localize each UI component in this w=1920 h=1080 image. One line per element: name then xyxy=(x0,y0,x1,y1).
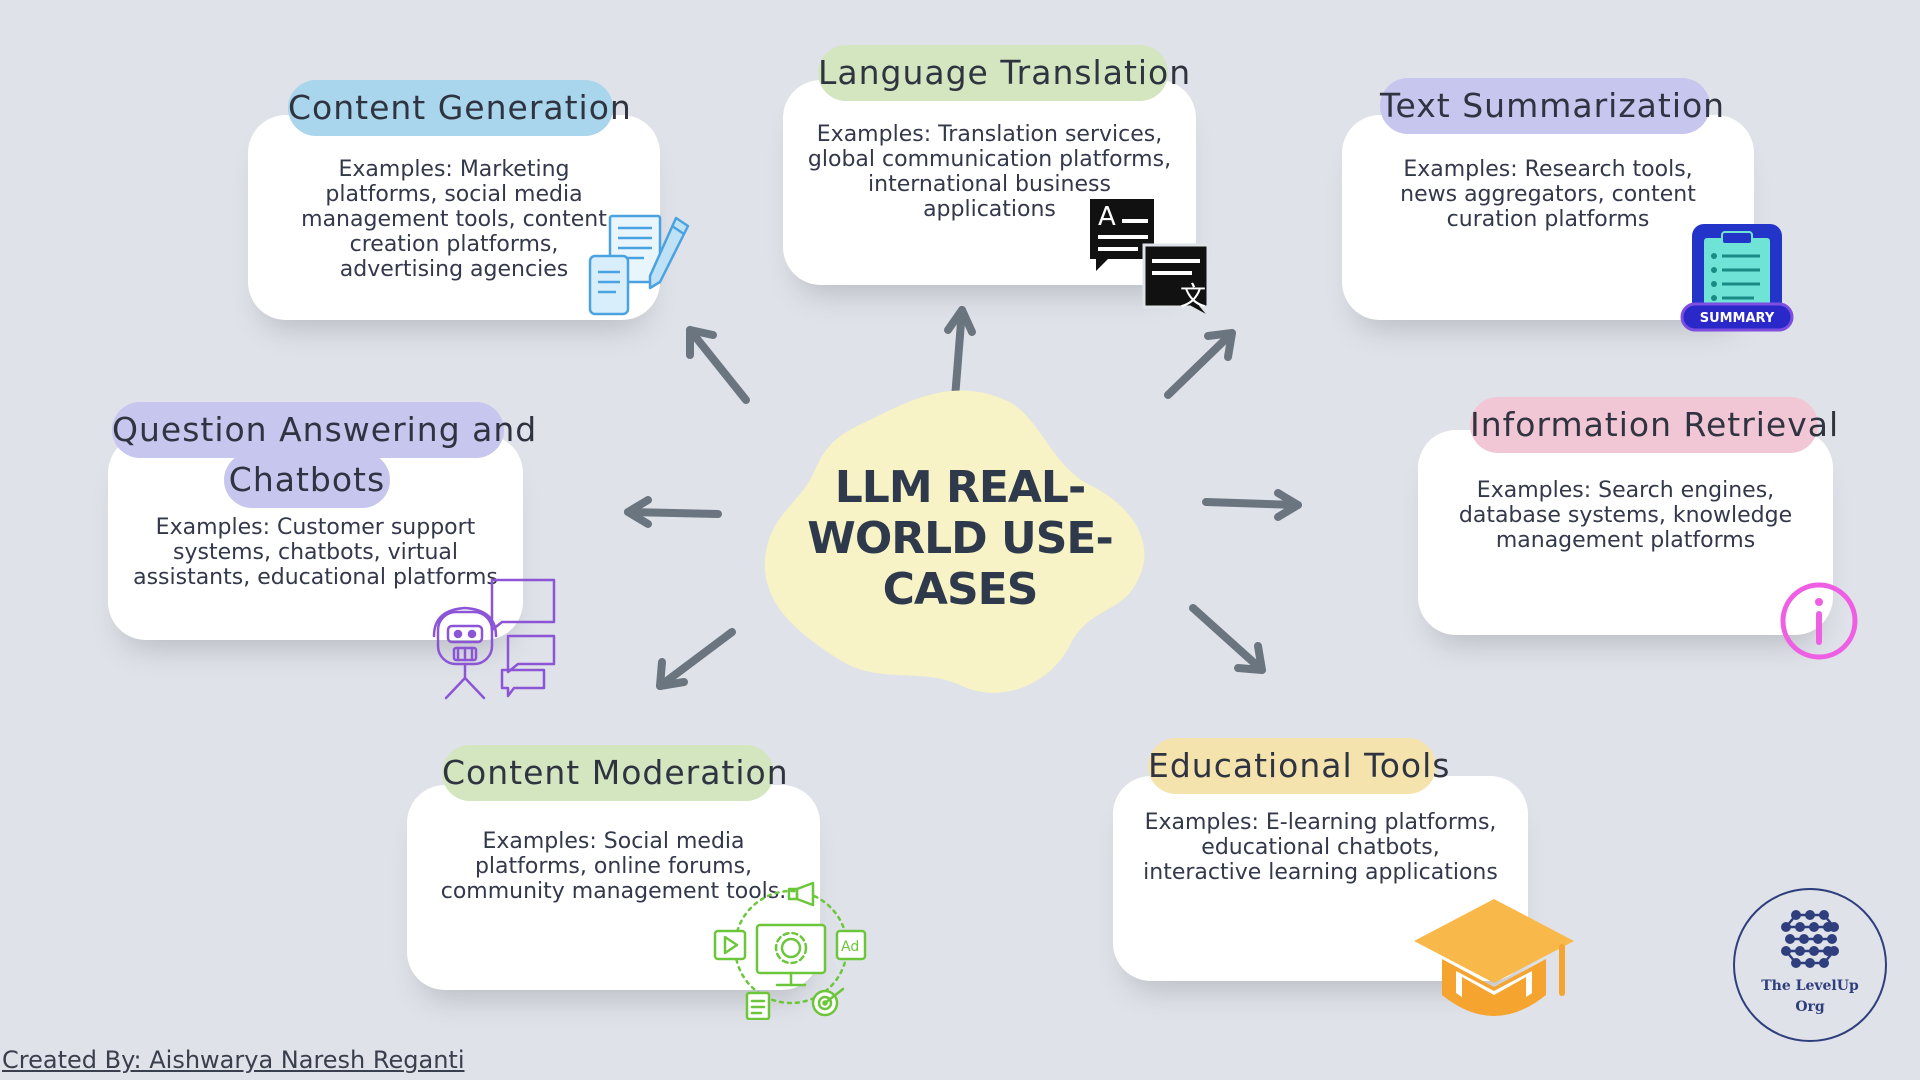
arrow-to-information-retrieval xyxy=(1202,489,1302,521)
card-text: Examples: Search engines, database syste… xyxy=(1458,478,1793,553)
monitor-gear-icon: Ad xyxy=(713,881,867,1020)
translation-chat-icon: A 文 xyxy=(1090,199,1214,321)
card-content-moderation: Examples: Social media platforms, online… xyxy=(407,785,820,990)
svg-text:Ad: Ad xyxy=(841,939,859,955)
card-information-retrieval: Examples: Search engines, database syste… xyxy=(1418,430,1833,635)
arrow-to-text-summarization xyxy=(1164,329,1236,399)
info-circle-icon xyxy=(1780,582,1858,660)
card-text: Examples: Social media platforms, online… xyxy=(440,829,787,904)
arrow-to-content-generation xyxy=(686,326,750,404)
pill-educational-tools: Educational Tools xyxy=(1148,738,1449,794)
author-credit: Created By: Aishwarya Naresh Reganti xyxy=(2,1046,465,1074)
arrow-to-language-translation xyxy=(944,306,976,402)
card-content-generation: Examples: Marketing platforms, social me… xyxy=(248,115,660,320)
center-blob xyxy=(764,390,1145,693)
card-text: Examples: Customer support systems, chat… xyxy=(133,515,498,590)
card-text-summarization: Examples: Research tools, news aggregato… xyxy=(1342,115,1754,320)
arrow-to-educational-tools xyxy=(1189,604,1266,674)
pill-text-summarization: Text Summarization xyxy=(1380,78,1724,134)
document-pen-icon xyxy=(588,214,690,316)
logo-text-line2: Org xyxy=(1795,999,1825,1015)
summary-clipboard-icon: SUMMARY xyxy=(1680,224,1794,332)
robot-chat-icon xyxy=(432,578,556,700)
pill-content-moderation: Content Moderation xyxy=(442,745,788,801)
pill-content-generation: Content Generation xyxy=(288,80,631,136)
card-text: Examples: Translation services, global c… xyxy=(807,122,1172,222)
logo-text-line1: The LevelUp xyxy=(1761,978,1859,994)
svg-text:文: 文 xyxy=(1180,282,1206,312)
card-text: Examples: Research tools, news aggregato… xyxy=(1400,157,1696,232)
card-text: Examples: Marketing platforms, social me… xyxy=(301,157,607,282)
pill-language-translation: Language Translation xyxy=(818,45,1190,101)
pill-question-answering-line1: Question Answering and xyxy=(112,402,536,458)
pill-question-answering-line2: Chatbots xyxy=(224,452,390,508)
arrow-to-content-moderation xyxy=(656,628,736,690)
svg-text:A: A xyxy=(1098,202,1116,232)
levelup-org-logo: The LevelUp Org xyxy=(1733,888,1887,1042)
arrow-to-question-answering xyxy=(624,496,722,528)
summary-badge-text: SUMMARY xyxy=(1700,311,1775,326)
center-title: LLM REAL-WORLD USE-CASES xyxy=(807,462,1113,615)
card-text: Examples: E-learning platforms, educatio… xyxy=(1143,810,1498,885)
pill-information-retrieval: Information Retrieval xyxy=(1470,397,1838,453)
graduation-cap-icon xyxy=(1414,899,1574,1016)
